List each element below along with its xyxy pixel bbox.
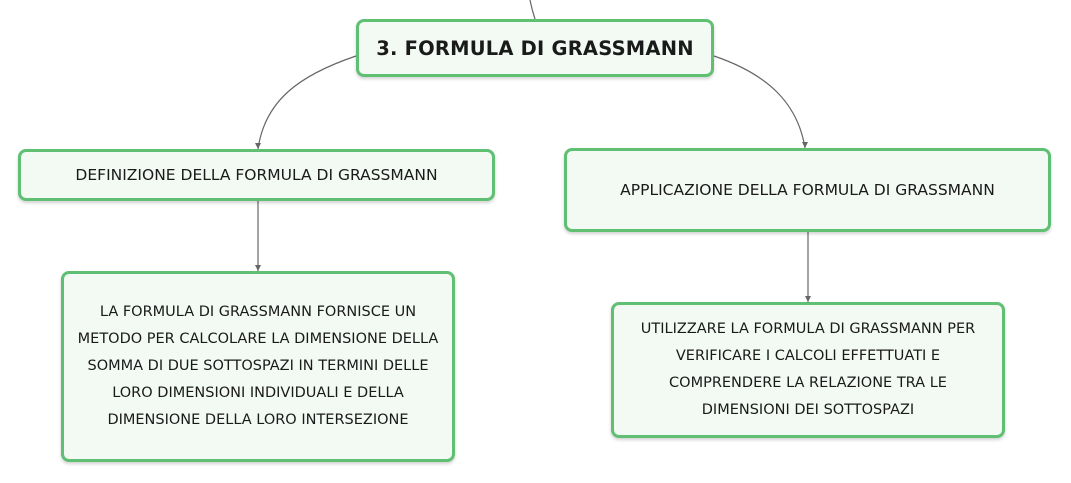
- leaf-node-definition-text: LA FORMULA DI GRASSMANN FORNISCE UN METO…: [77, 304, 439, 428]
- branch-node-definition-label: DEFINIZIONE DELLA FORMULA DI GRASSMANN: [75, 166, 438, 184]
- connector-root-to-definition: [257, 55, 357, 150]
- leaf-node-application-text: UTILIZZARE LA FORMULA DI GRASSMANN PER V…: [640, 321, 976, 418]
- connector-root-to-application: [713, 55, 806, 149]
- arrowhead-definition-detail: [255, 265, 261, 271]
- arrowhead-application-detail: [805, 296, 811, 302]
- branch-node-definition[interactable]: DEFINIZIONE DELLA FORMULA DI GRASSMANN: [18, 149, 495, 201]
- root-node-label: 3. FORMULA DI GRASSMANN: [376, 36, 694, 60]
- arrowhead-application: [802, 142, 808, 148]
- branch-node-application-label: APPLICAZIONE DELLA FORMULA DI GRASSMANN: [620, 181, 995, 199]
- arrowhead-definition: [255, 143, 261, 149]
- leaf-node-application-detail[interactable]: UTILIZZARE LA FORMULA DI GRASSMANN PER V…: [611, 302, 1005, 438]
- leaf-node-definition-detail[interactable]: LA FORMULA DI GRASSMANN FORNISCE UN METO…: [61, 271, 455, 462]
- connector-parent-to-root: [529, 0, 536, 20]
- branch-node-application[interactable]: APPLICAZIONE DELLA FORMULA DI GRASSMANN: [564, 148, 1051, 232]
- root-node[interactable]: 3. FORMULA DI GRASSMANN: [356, 19, 714, 77]
